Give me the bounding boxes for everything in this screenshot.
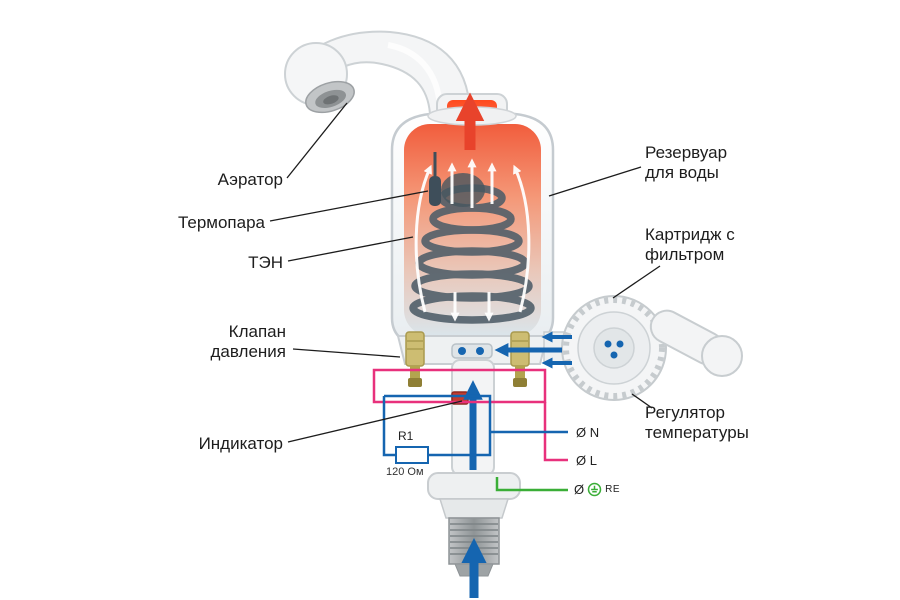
leader-aerator — [286, 102, 348, 179]
leader-heating-element — [287, 236, 414, 262]
label-filter-cartridge: Картридж с фильтром — [645, 225, 735, 265]
ground-icon — [587, 482, 602, 497]
resistor-value-label: 120 Ом — [386, 466, 424, 478]
leader-regulator — [631, 393, 653, 409]
label-reservoir: Резервуар для воды — [645, 143, 728, 183]
label-aerator: Аэратор — [217, 170, 283, 189]
leader-lines — [269, 102, 661, 443]
leader-thermocouple — [269, 190, 429, 222]
wiring-ground — [495, 477, 568, 492]
leader-cartridge — [612, 265, 661, 299]
aerator-head — [284, 42, 355, 114]
wiring-live — [372, 368, 568, 462]
filter-cartridge — [543, 295, 667, 401]
leader-indicator — [287, 400, 463, 443]
label-temperature-regulator: Регулятор температуры — [645, 403, 749, 443]
label-thermocouple: Термопара — [177, 213, 265, 232]
terminal-re-label: Ø RE — [574, 482, 620, 497]
leader-reservoir — [548, 166, 642, 197]
terminal-re-phase-symbol: Ø — [574, 482, 585, 497]
label-heating-element: ТЭН — [248, 253, 283, 272]
leader-pressure-valve — [292, 348, 401, 358]
circulation-arrows — [414, 158, 531, 322]
label-indicator: Индикатор — [198, 434, 283, 453]
terminal-re-text: RE — [605, 484, 621, 495]
resistor — [395, 446, 429, 464]
tank-base — [396, 335, 549, 365]
label-pressure-valve: Клапан давления — [210, 322, 286, 362]
pressure-valve-left — [405, 331, 425, 387]
pressure-valve-right — [510, 331, 530, 387]
resistor-name-label: R1 — [398, 429, 414, 443]
terminal-n-label: Ø N — [576, 425, 600, 440]
temperature-regulator-lever — [649, 309, 743, 377]
terminal-l-label: Ø L — [576, 453, 597, 468]
wiring-neutral — [382, 394, 568, 457]
heating-coil — [409, 184, 535, 324]
